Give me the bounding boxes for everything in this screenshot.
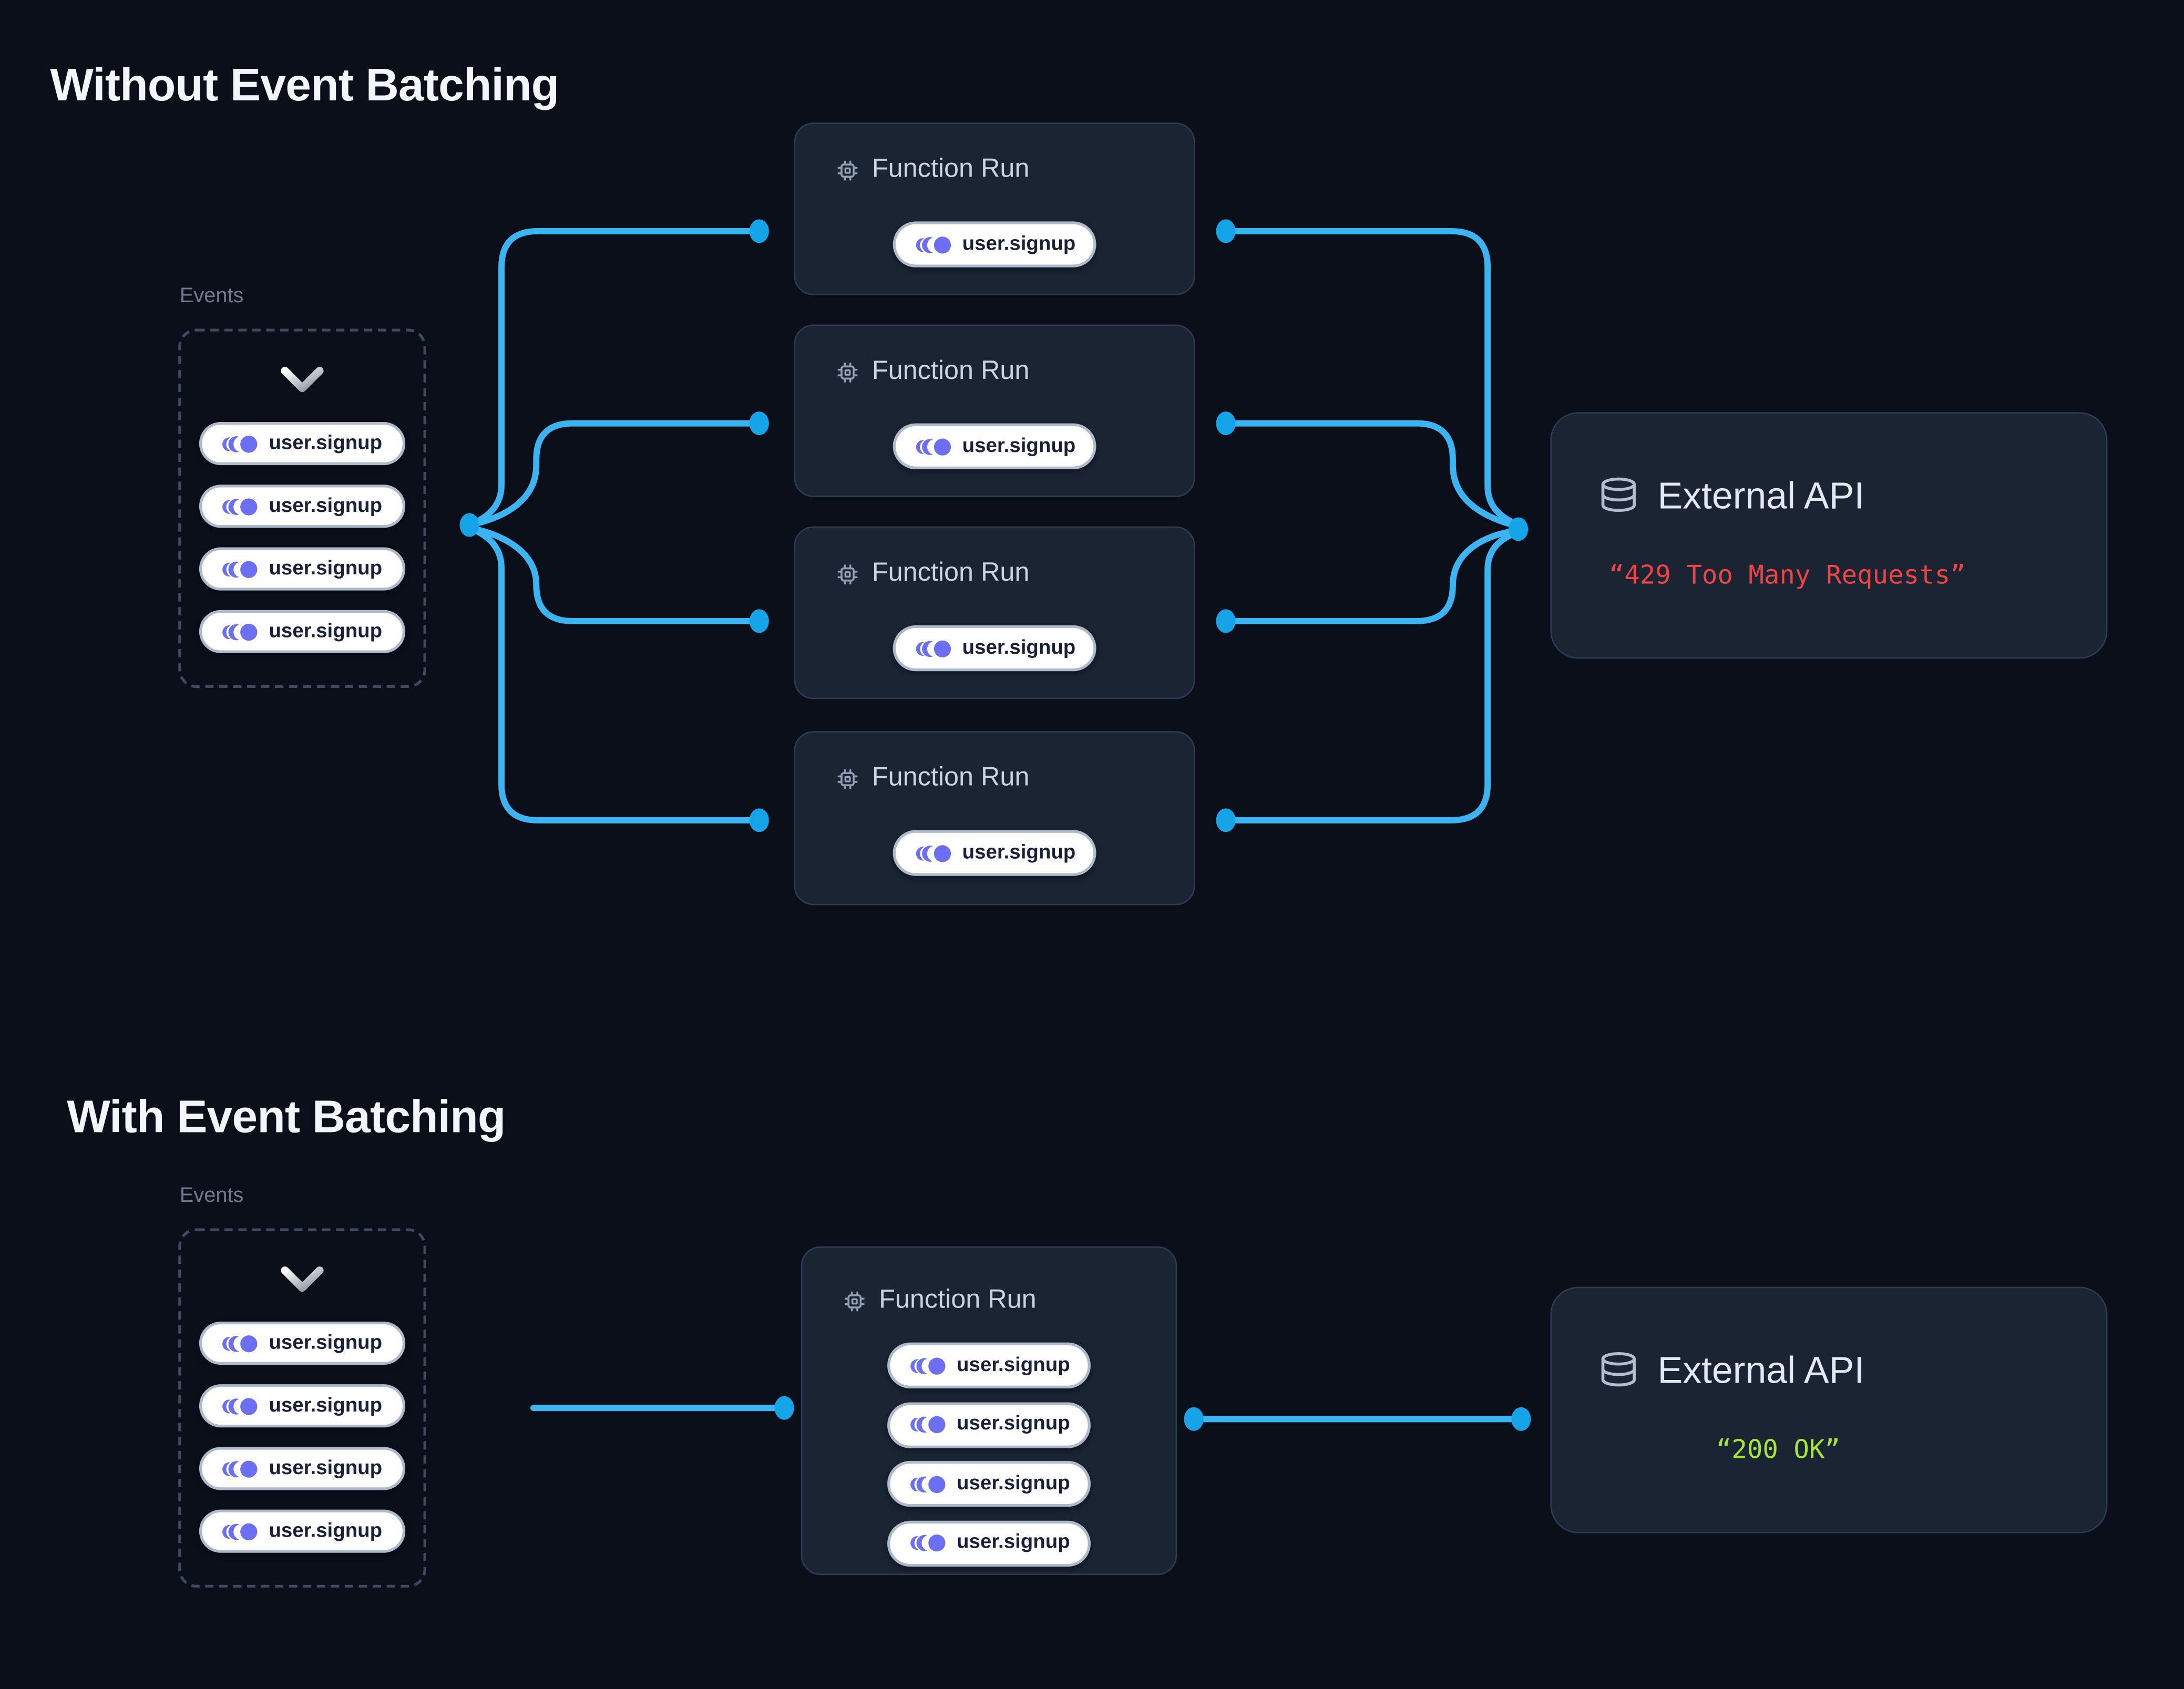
event-pill-label: user.signup	[269, 1456, 383, 1479]
events-box: user.signup user.signup user.signup user…	[178, 1228, 426, 1588]
event-pill: user.signup	[199, 1447, 406, 1490]
chevron-down-icon	[281, 367, 324, 393]
event-icon	[222, 498, 258, 515]
event-icon	[916, 438, 951, 455]
cpu-icon	[837, 362, 858, 382]
event-icon	[910, 1534, 945, 1552]
external-api-card: External API “429 Too Many Requests”	[1550, 412, 2108, 659]
events-panel: Events user.signup user.signup user.sign…	[178, 1185, 426, 1588]
event-icon	[222, 1397, 258, 1415]
function-run-card: Function Run user.signup	[794, 324, 1195, 498]
cpu-icon	[837, 160, 858, 180]
event-icon	[916, 640, 951, 657]
function-run-title: Function Run	[871, 763, 1030, 792]
event-pill: user.signup	[893, 830, 1097, 876]
function-run-header: Function Run	[834, 763, 1029, 794]
event-icon	[222, 1522, 258, 1540]
event-pill-label: user.signup	[962, 636, 1076, 659]
function-run-header: Function Run	[834, 155, 1029, 185]
function-run-header: Function Run	[834, 356, 1029, 387]
cpu-icon	[837, 768, 858, 789]
database-icon	[1601, 477, 1636, 512]
event-pill-label: user.signup	[962, 434, 1076, 457]
function-run-card: Function Run user.signup	[794, 731, 1195, 905]
event-pill: user.signup	[199, 547, 406, 591]
external-api-header: External API	[1598, 1348, 1865, 1394]
function-run-card: Function Run user.signup user.signup use…	[801, 1246, 1177, 1575]
cpu-icon	[844, 1291, 865, 1311]
external-api-title: External API	[1657, 1349, 1865, 1392]
event-pill-label: user.signup	[269, 557, 383, 580]
event-icon	[222, 560, 258, 578]
event-pill: user.signup	[887, 1402, 1091, 1448]
function-run-card: Function Run user.signup	[794, 526, 1195, 699]
section-title-with-batching: With Event Batching	[67, 1090, 506, 1142]
event-icon	[910, 1357, 945, 1374]
event-pill: user.signup	[887, 1342, 1091, 1389]
event-pill-label: user.signup	[269, 431, 383, 454]
event-pill: user.signup	[893, 221, 1097, 267]
database-icon	[1601, 1352, 1636, 1387]
event-pill-label: user.signup	[957, 1413, 1070, 1435]
function-run-title: Function Run	[871, 558, 1030, 588]
event-icon	[910, 1475, 945, 1492]
api-status-error: “429 Too Many Requests”	[1608, 561, 1966, 591]
event-icon	[910, 1416, 945, 1434]
event-pill: user.signup	[199, 1384, 406, 1428]
api-status-ok: “200 OK”	[1716, 1436, 1840, 1465]
event-pill: user.signup	[893, 423, 1097, 470]
function-run-header: Function Run	[834, 559, 1029, 589]
event-pill: user.signup	[887, 1520, 1091, 1566]
event-pill-label: user.signup	[269, 1331, 383, 1354]
event-pill-label: user.signup	[269, 1519, 383, 1542]
function-run-header: Function Run	[842, 1285, 1037, 1316]
event-pill-label: user.signup	[269, 620, 383, 642]
events-panel: Events user.signup user.signup user.sign…	[178, 285, 426, 688]
event-pill: user.signup	[199, 421, 406, 466]
function-run-title: Function Run	[871, 155, 1030, 184]
function-run-title: Function Run	[879, 1285, 1037, 1315]
event-pill-label: user.signup	[269, 1394, 383, 1417]
event-pill-label: user.signup	[957, 1472, 1070, 1495]
event-pill-label: user.signup	[962, 232, 1076, 255]
event-pill: user.signup	[199, 1509, 406, 1553]
event-pill-label: user.signup	[962, 841, 1076, 863]
events-label: Events	[179, 1183, 244, 1208]
event-icon	[222, 435, 258, 452]
event-icon	[222, 1460, 258, 1477]
external-api-card: External API “200 OK”	[1550, 1286, 2108, 1533]
function-run-title: Function Run	[871, 356, 1030, 386]
events-box: user.signup user.signup user.signup user…	[178, 328, 426, 688]
event-pill: user.signup	[887, 1460, 1091, 1507]
event-pill-label: user.signup	[957, 1531, 1070, 1554]
chevron-down-icon	[281, 1266, 324, 1292]
event-pill-label: user.signup	[957, 1353, 1070, 1376]
event-icon	[916, 235, 951, 253]
event-icon	[916, 844, 951, 862]
event-icon	[222, 1334, 258, 1352]
external-api-header: External API	[1598, 473, 1865, 519]
event-pill: user.signup	[199, 485, 406, 528]
event-pill-label: user.signup	[269, 494, 383, 517]
external-api-title: External API	[1657, 475, 1865, 517]
section-title-without-batching: Without Event Batching	[50, 58, 559, 110]
cpu-icon	[837, 563, 858, 584]
event-icon	[222, 623, 258, 640]
events-label: Events	[179, 284, 244, 308]
event-pill: user.signup	[199, 1321, 406, 1365]
function-run-card: Function Run user.signup	[794, 122, 1195, 295]
event-pill: user.signup	[199, 610, 406, 653]
event-pill: user.signup	[893, 625, 1097, 672]
